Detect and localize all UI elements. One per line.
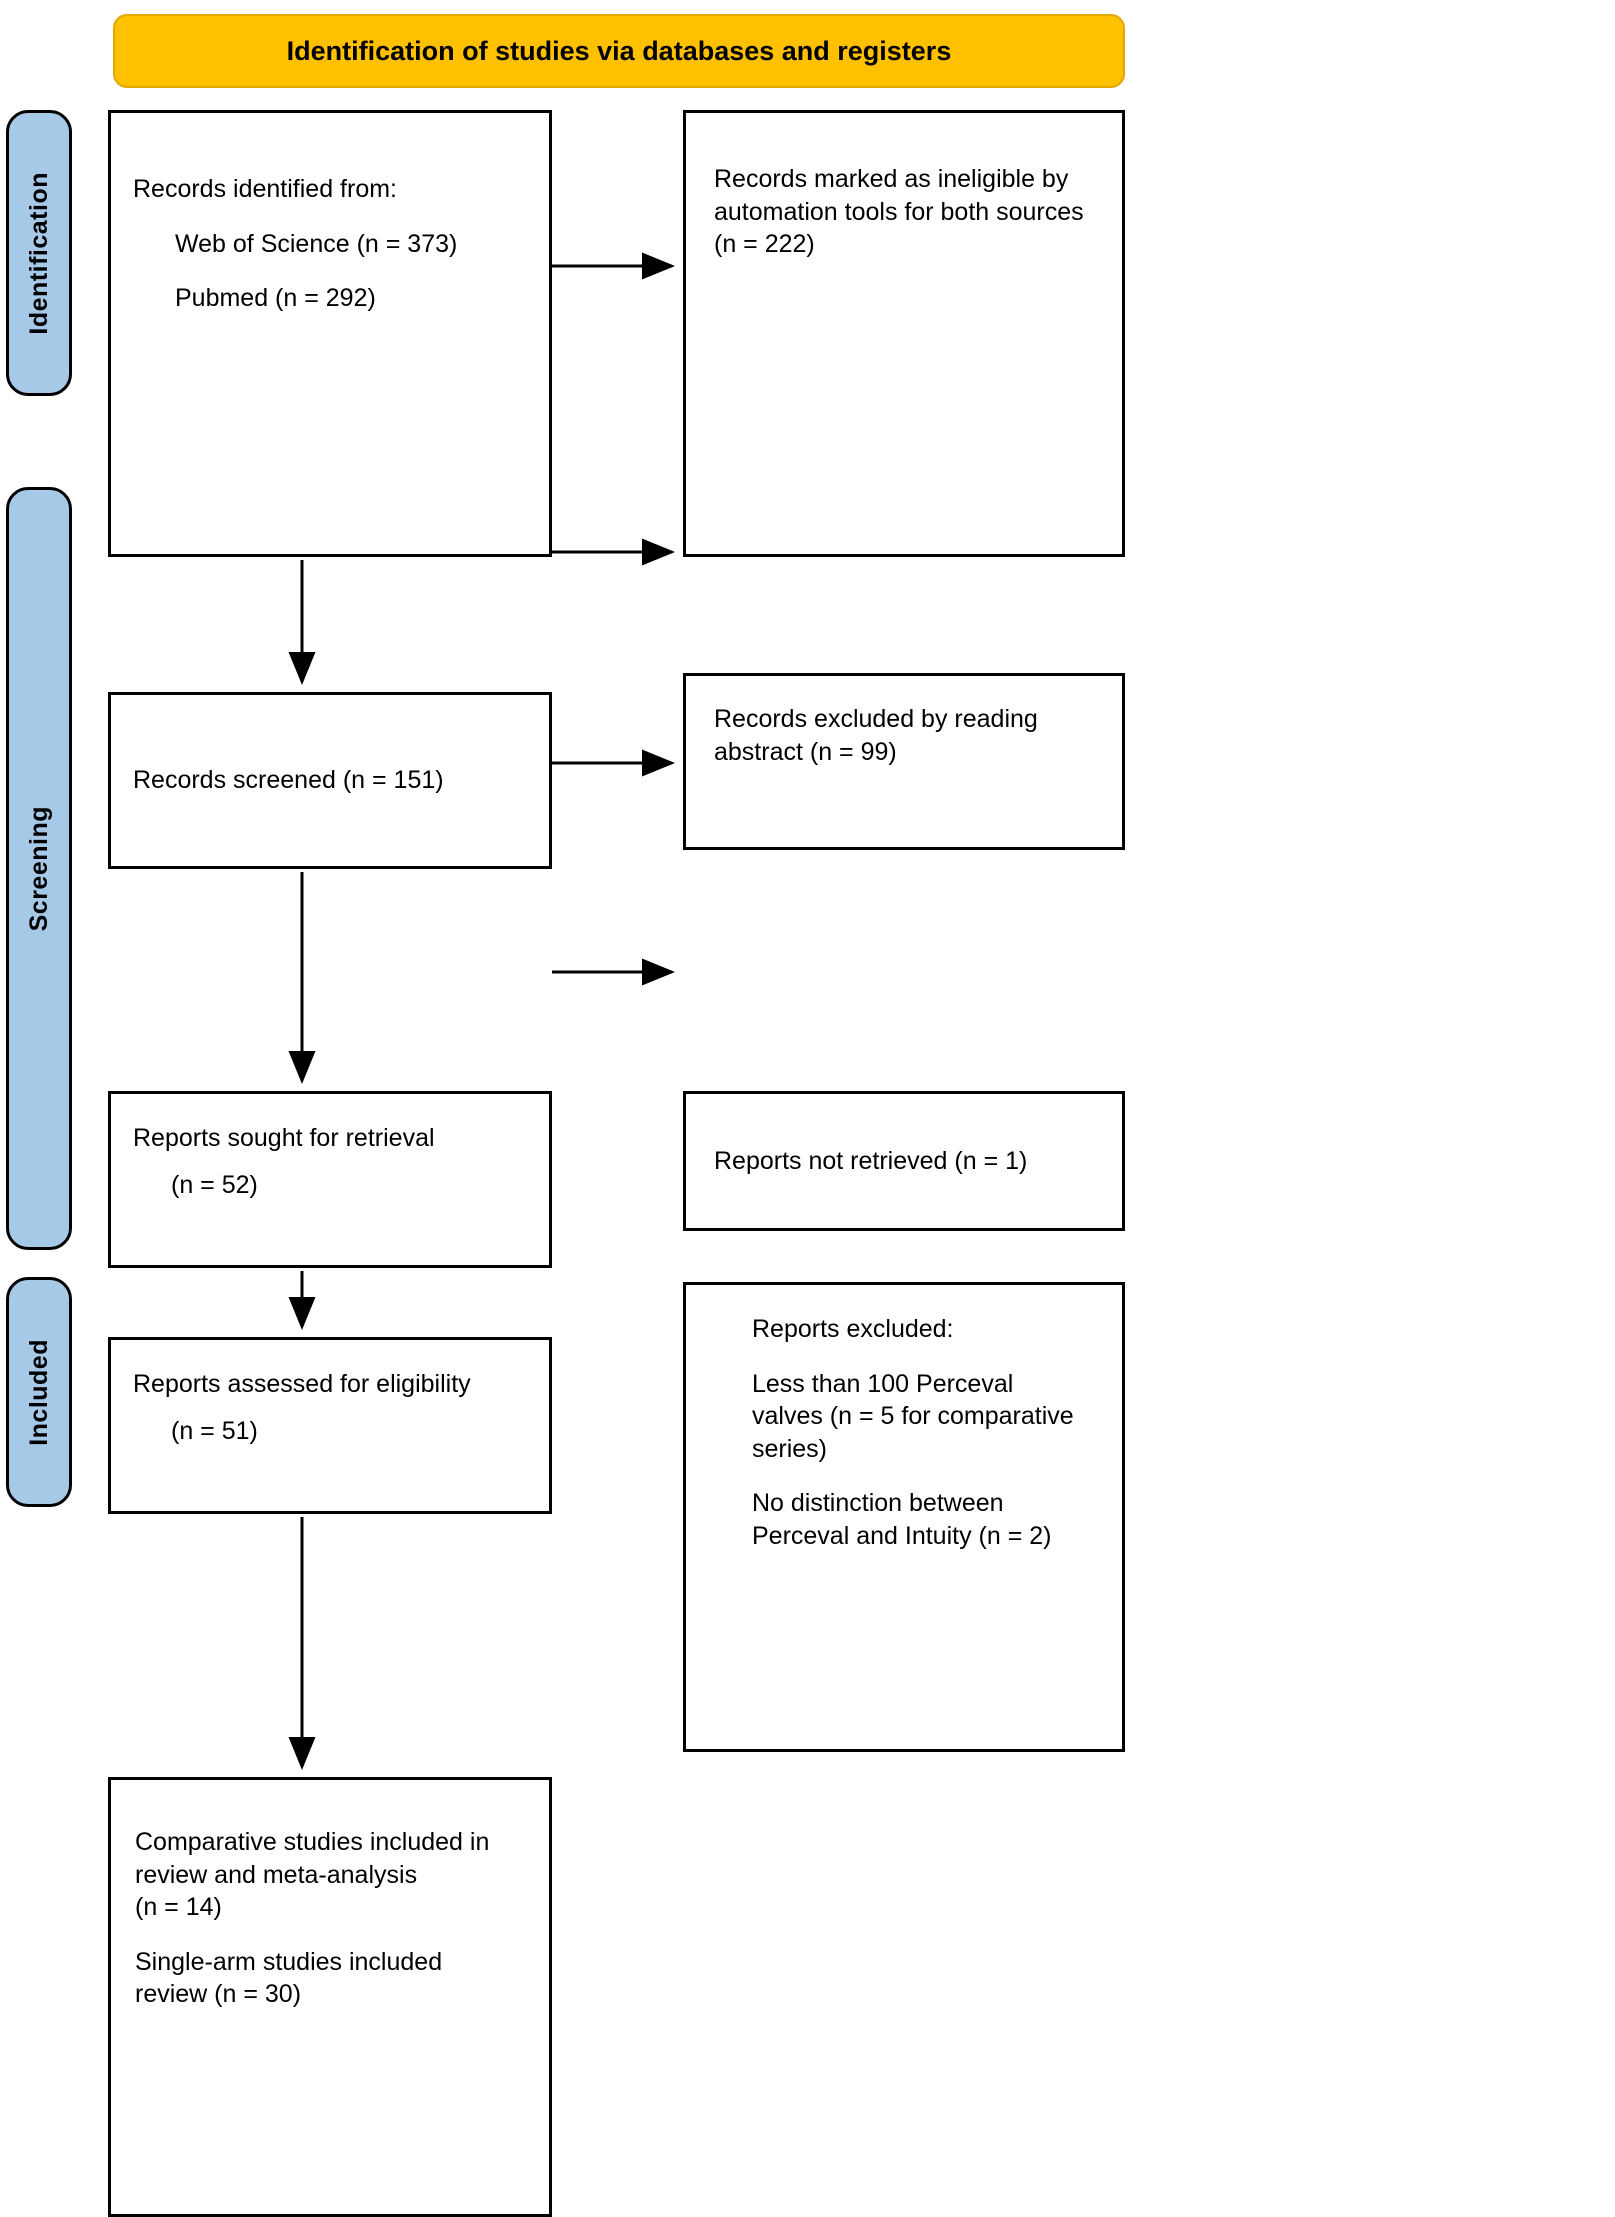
spacer	[714, 1346, 1100, 1368]
stage-pill-identification: Identification	[6, 110, 72, 396]
included-studies-line-1: Comparative studies included in	[135, 1828, 490, 1856]
stage-pill-included: Included	[6, 1277, 72, 1507]
records-ineligible-line-1: Records marked as ineligible by	[714, 165, 1069, 193]
box-reports-not-retrieved: Reports not retrieved (n = 1)	[683, 1091, 1125, 1231]
diagram-header-banner: Identification of studies via databases …	[113, 14, 1125, 88]
included-studies-line-4: Single-arm studies included	[135, 1947, 443, 1976]
reports-excluded-reason-1-line-1: Less than 100 Perceval	[752, 1369, 1014, 1398]
reports-excluded-reason-1-line-3: series)	[752, 1434, 828, 1463]
spacer	[133, 260, 527, 282]
stage-label-included: Included	[24, 1338, 53, 1446]
reports-assessed-line-2: (n = 51)	[171, 1416, 258, 1445]
included-studies-line-5: review (n = 30)	[135, 1980, 302, 2008]
reports-excluded-reason-2-line-1: No distinction between	[752, 1489, 1004, 1517]
stage-label-identification: Identification	[24, 171, 53, 335]
reports-excluded-reason-1-line-2: valves (n = 5 for comparative	[752, 1402, 1074, 1430]
reports-sought-line-2: (n = 52)	[171, 1170, 258, 1199]
records-excluded-line-1: Records excluded by reading	[714, 705, 1038, 733]
spacer	[714, 1465, 1100, 1487]
records-ineligible-line-2: automation tools for both sources	[714, 197, 1084, 226]
box-reports-assessed: Reports assessed for eligibility (n = 51…	[108, 1337, 552, 1514]
records-identified-line-2: Web of Science (n = 373)	[175, 229, 458, 258]
records-screened-line-1: Records screened (n = 151)	[133, 766, 444, 795]
reports-sought-line-1: Reports sought for retrieval	[133, 1124, 435, 1152]
box-records-excluded: Records excluded by reading abstract (n …	[683, 673, 1125, 850]
box-records-identified: Records identified from: Web of Science …	[108, 110, 552, 557]
spacer	[133, 1155, 527, 1169]
box-records-ineligible: Records marked as ineligible by automati…	[683, 110, 1125, 557]
spacer	[133, 1401, 527, 1415]
records-identified-line-1: Records identified from:	[133, 175, 398, 203]
box-records-screened: Records screened (n = 151)	[108, 692, 552, 869]
reports-excluded-reason-2-line-2: Perceval and Intuity (n = 2)	[752, 1521, 1052, 1550]
spacer	[133, 206, 527, 228]
reports-not-retrieved-line-1: Reports not retrieved (n = 1)	[714, 1146, 1028, 1175]
box-included-studies: Comparative studies included in review a…	[108, 1777, 552, 2217]
included-studies-line-3: (n = 14)	[135, 1893, 222, 1921]
included-studies-line-2: review and meta-analysis	[135, 1860, 418, 1889]
reports-excluded-heading: Reports excluded:	[752, 1315, 954, 1343]
box-reports-sought: Reports sought for retrieval (n = 52)	[108, 1091, 552, 1268]
banner-title: Identification of studies via databases …	[286, 35, 952, 66]
stage-pill-screening: Screening	[6, 487, 72, 1250]
records-ineligible-line-3: (n = 222)	[714, 230, 815, 258]
records-identified-line-3: Pubmed (n = 292)	[175, 284, 376, 312]
spacer	[135, 1924, 527, 1946]
reports-assessed-line-1: Reports assessed for eligibility	[133, 1370, 471, 1398]
box-reports-excluded: Reports excluded: Less than 100 Perceval…	[683, 1282, 1125, 1752]
records-excluded-line-2: abstract (n = 99)	[714, 737, 897, 766]
stage-label-screening: Screening	[24, 805, 53, 932]
